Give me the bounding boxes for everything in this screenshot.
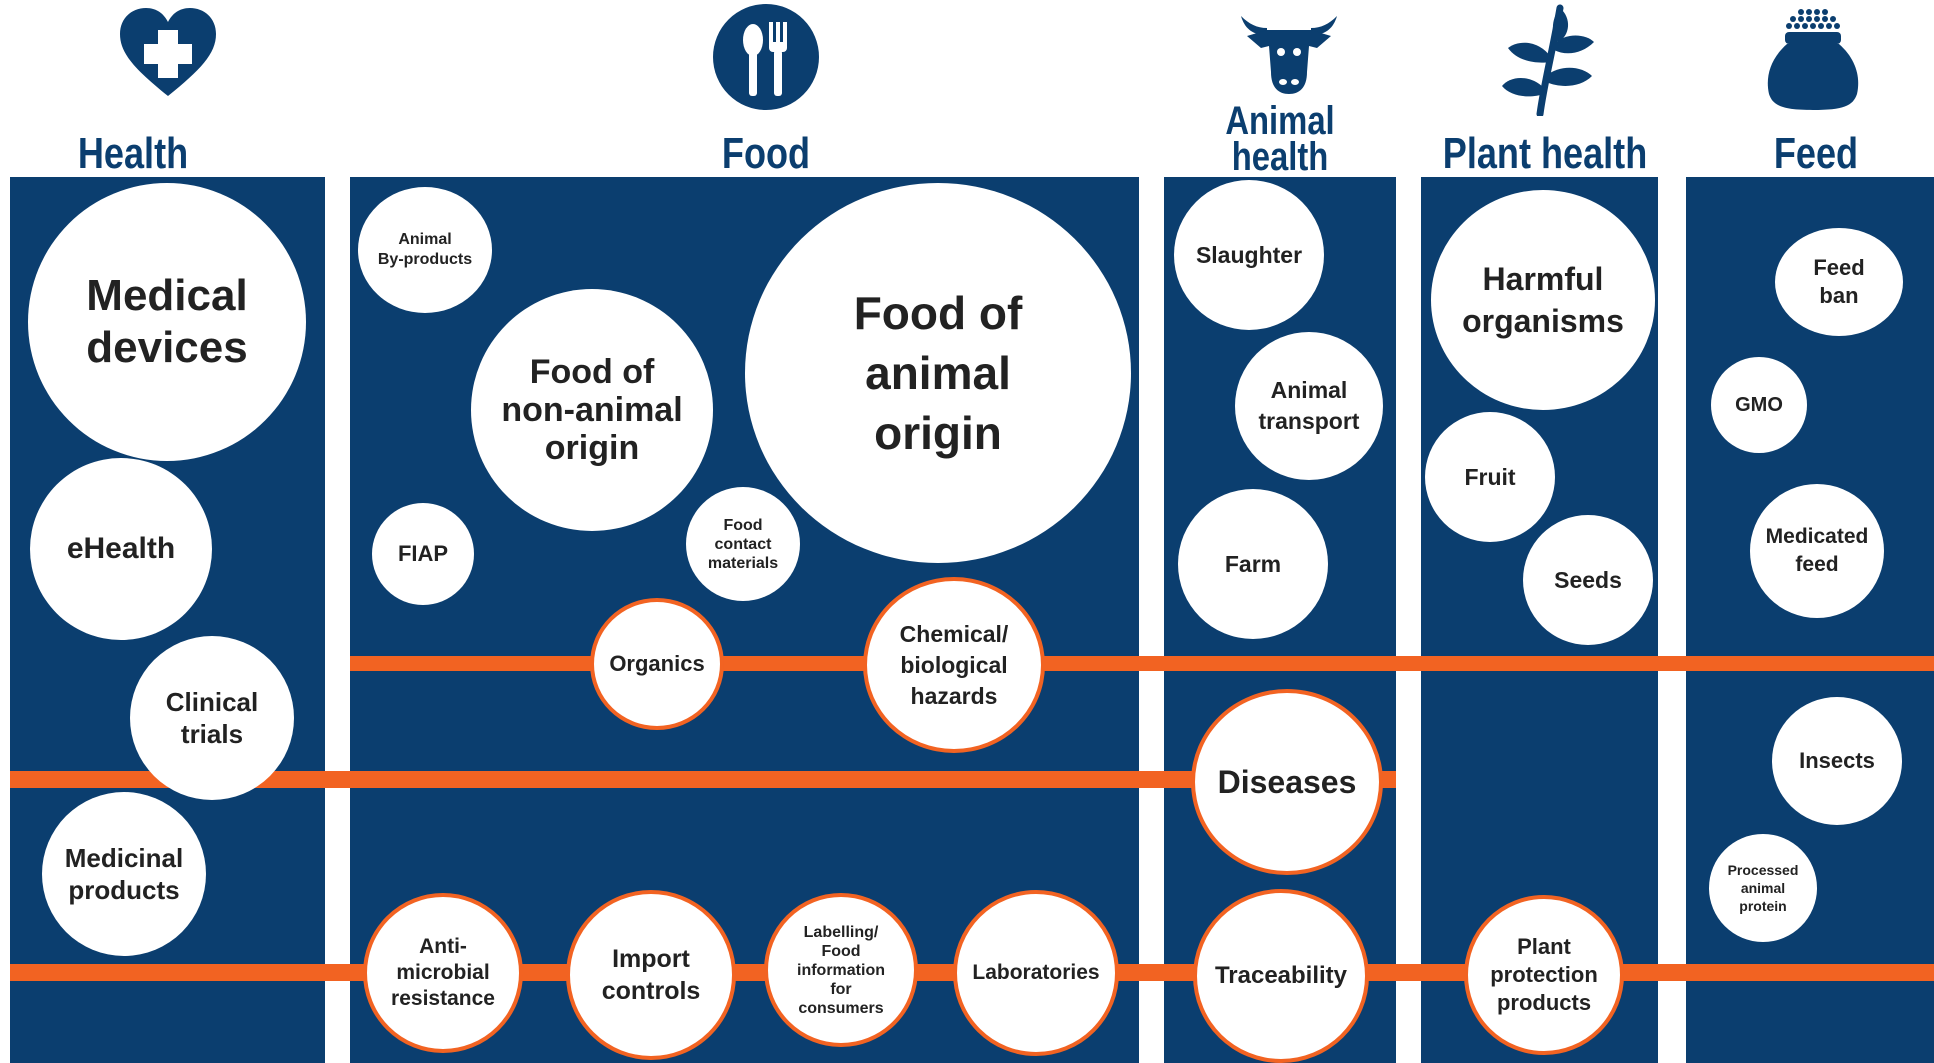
category-title-health: Health (77, 129, 189, 178)
bubble-insects[interactable]: Insects (1772, 697, 1902, 825)
bubble-label: Animal transport (1258, 377, 1360, 434)
feed-sack-icon (1767, 9, 1859, 110)
bubble-seeds[interactable]: Seeds (1523, 515, 1653, 645)
bubble-label: Chemical/ biological hazards (899, 620, 1009, 709)
bubble-animal-byproducts[interactable]: Animal By-products (358, 187, 492, 313)
bubble-medicated-feed[interactable]: Medicated feed (1750, 484, 1884, 618)
bubble-label: Import controls (601, 945, 701, 1005)
category-title-plant-health: Plant health (1442, 129, 1648, 178)
bubble-label: Laboratories (972, 961, 1100, 984)
bubble-fiap[interactable]: FIAP (372, 503, 474, 605)
spoon-fork-icon (713, 4, 819, 110)
bubble-label: Organics (609, 651, 705, 676)
bubble-label: Medicated feed (1765, 525, 1869, 576)
bubble-food-non-animal-origin[interactable]: Food of non-animal origin (471, 289, 713, 531)
bubble-import-controls[interactable]: Import controls (566, 890, 736, 1060)
bubble-label: Food contact materials (707, 516, 779, 572)
bubble-label: Seeds (1554, 567, 1622, 593)
bubble-feed-ban[interactable]: Feed ban (1775, 228, 1903, 336)
bubble-label: Insects (1799, 748, 1875, 773)
cow-icon (1241, 16, 1337, 94)
bubble-harmful-organisms[interactable]: Harmful organisms (1431, 190, 1655, 410)
bubble-labelling-food-information[interactable]: Labelling/ Food information for consumer… (764, 893, 918, 1047)
bubble-label: Clinical trials (165, 687, 259, 749)
bubble-label: Slaughter (1195, 242, 1303, 268)
bubble-organics[interactable]: Organics (590, 598, 724, 730)
bubble-laboratories[interactable]: Laboratories (953, 890, 1119, 1056)
bubble-label: Feed ban (1813, 255, 1865, 308)
bubble-label: Food of animal origin (853, 287, 1023, 459)
bubble-farm[interactable]: Farm (1178, 489, 1328, 639)
bubble-ehealth[interactable]: eHealth (30, 458, 212, 640)
bubble-label: Anti- microbial resistance (391, 935, 495, 1010)
bubble-fruit[interactable]: Fruit (1425, 412, 1555, 542)
bubble-label: Harmful organisms (1462, 261, 1624, 339)
bubble-label: Medical devices (86, 271, 248, 372)
bubble-label: Traceability (1214, 962, 1348, 989)
bubble-label: Processed animal protein (1727, 862, 1799, 914)
bubble-label: Medicinal products (64, 843, 184, 905)
bubble-label: Plant protection products (1490, 934, 1598, 1015)
bubble-slaughter[interactable]: Slaughter (1174, 180, 1324, 330)
bubble-traceability[interactable]: Traceability (1193, 889, 1369, 1063)
bubble-animal-transport[interactable]: Animal transport (1235, 332, 1383, 480)
bubble-processed-animal-protein[interactable]: Processed animal protein (1709, 834, 1817, 942)
bubble-label: FIAP (397, 541, 449, 566)
bubble-label: Fruit (1464, 464, 1516, 490)
category-title-feed: Feed (1773, 129, 1859, 178)
connector-line-middle (10, 771, 1396, 788)
bubble-label: eHealth (66, 532, 176, 565)
bubble-label: Farm (1224, 551, 1282, 577)
bubble-food-animal-origin[interactable]: Food of animal origin (745, 183, 1131, 563)
bubble-medical-devices[interactable]: Medical devices (28, 183, 306, 461)
bubble-label: Diseases (1217, 764, 1357, 800)
bubble-clinical-trials[interactable]: Clinical trials (130, 636, 294, 800)
category-title-food: Food (721, 129, 811, 178)
bubble-gmo[interactable]: GMO (1711, 357, 1807, 453)
bubble-label: Food of non-animal origin (501, 353, 683, 467)
heart-cross-icon (120, 8, 216, 96)
bubble-food-contact-materials[interactable]: Food contact materials (686, 487, 800, 601)
plant-icon (1502, 4, 1594, 116)
bubble-label: GMO (1735, 394, 1783, 416)
bubble-chemical-biological-hazards[interactable]: Chemical/ biological hazards (863, 577, 1045, 753)
bubble-plant-protection-products[interactable]: Plant protection products (1464, 895, 1624, 1055)
bubble-medicinal-products[interactable]: Medicinal products (42, 792, 206, 956)
connector-line-upper (350, 656, 1934, 671)
bubble-label: Animal By-products (377, 231, 473, 268)
bubble-label: Labelling/ Food information for consumer… (797, 923, 885, 1017)
bubble-diseases[interactable]: Diseases (1191, 689, 1383, 875)
bubble-antimicrobial-resistance[interactable]: Anti- microbial resistance (363, 893, 523, 1053)
